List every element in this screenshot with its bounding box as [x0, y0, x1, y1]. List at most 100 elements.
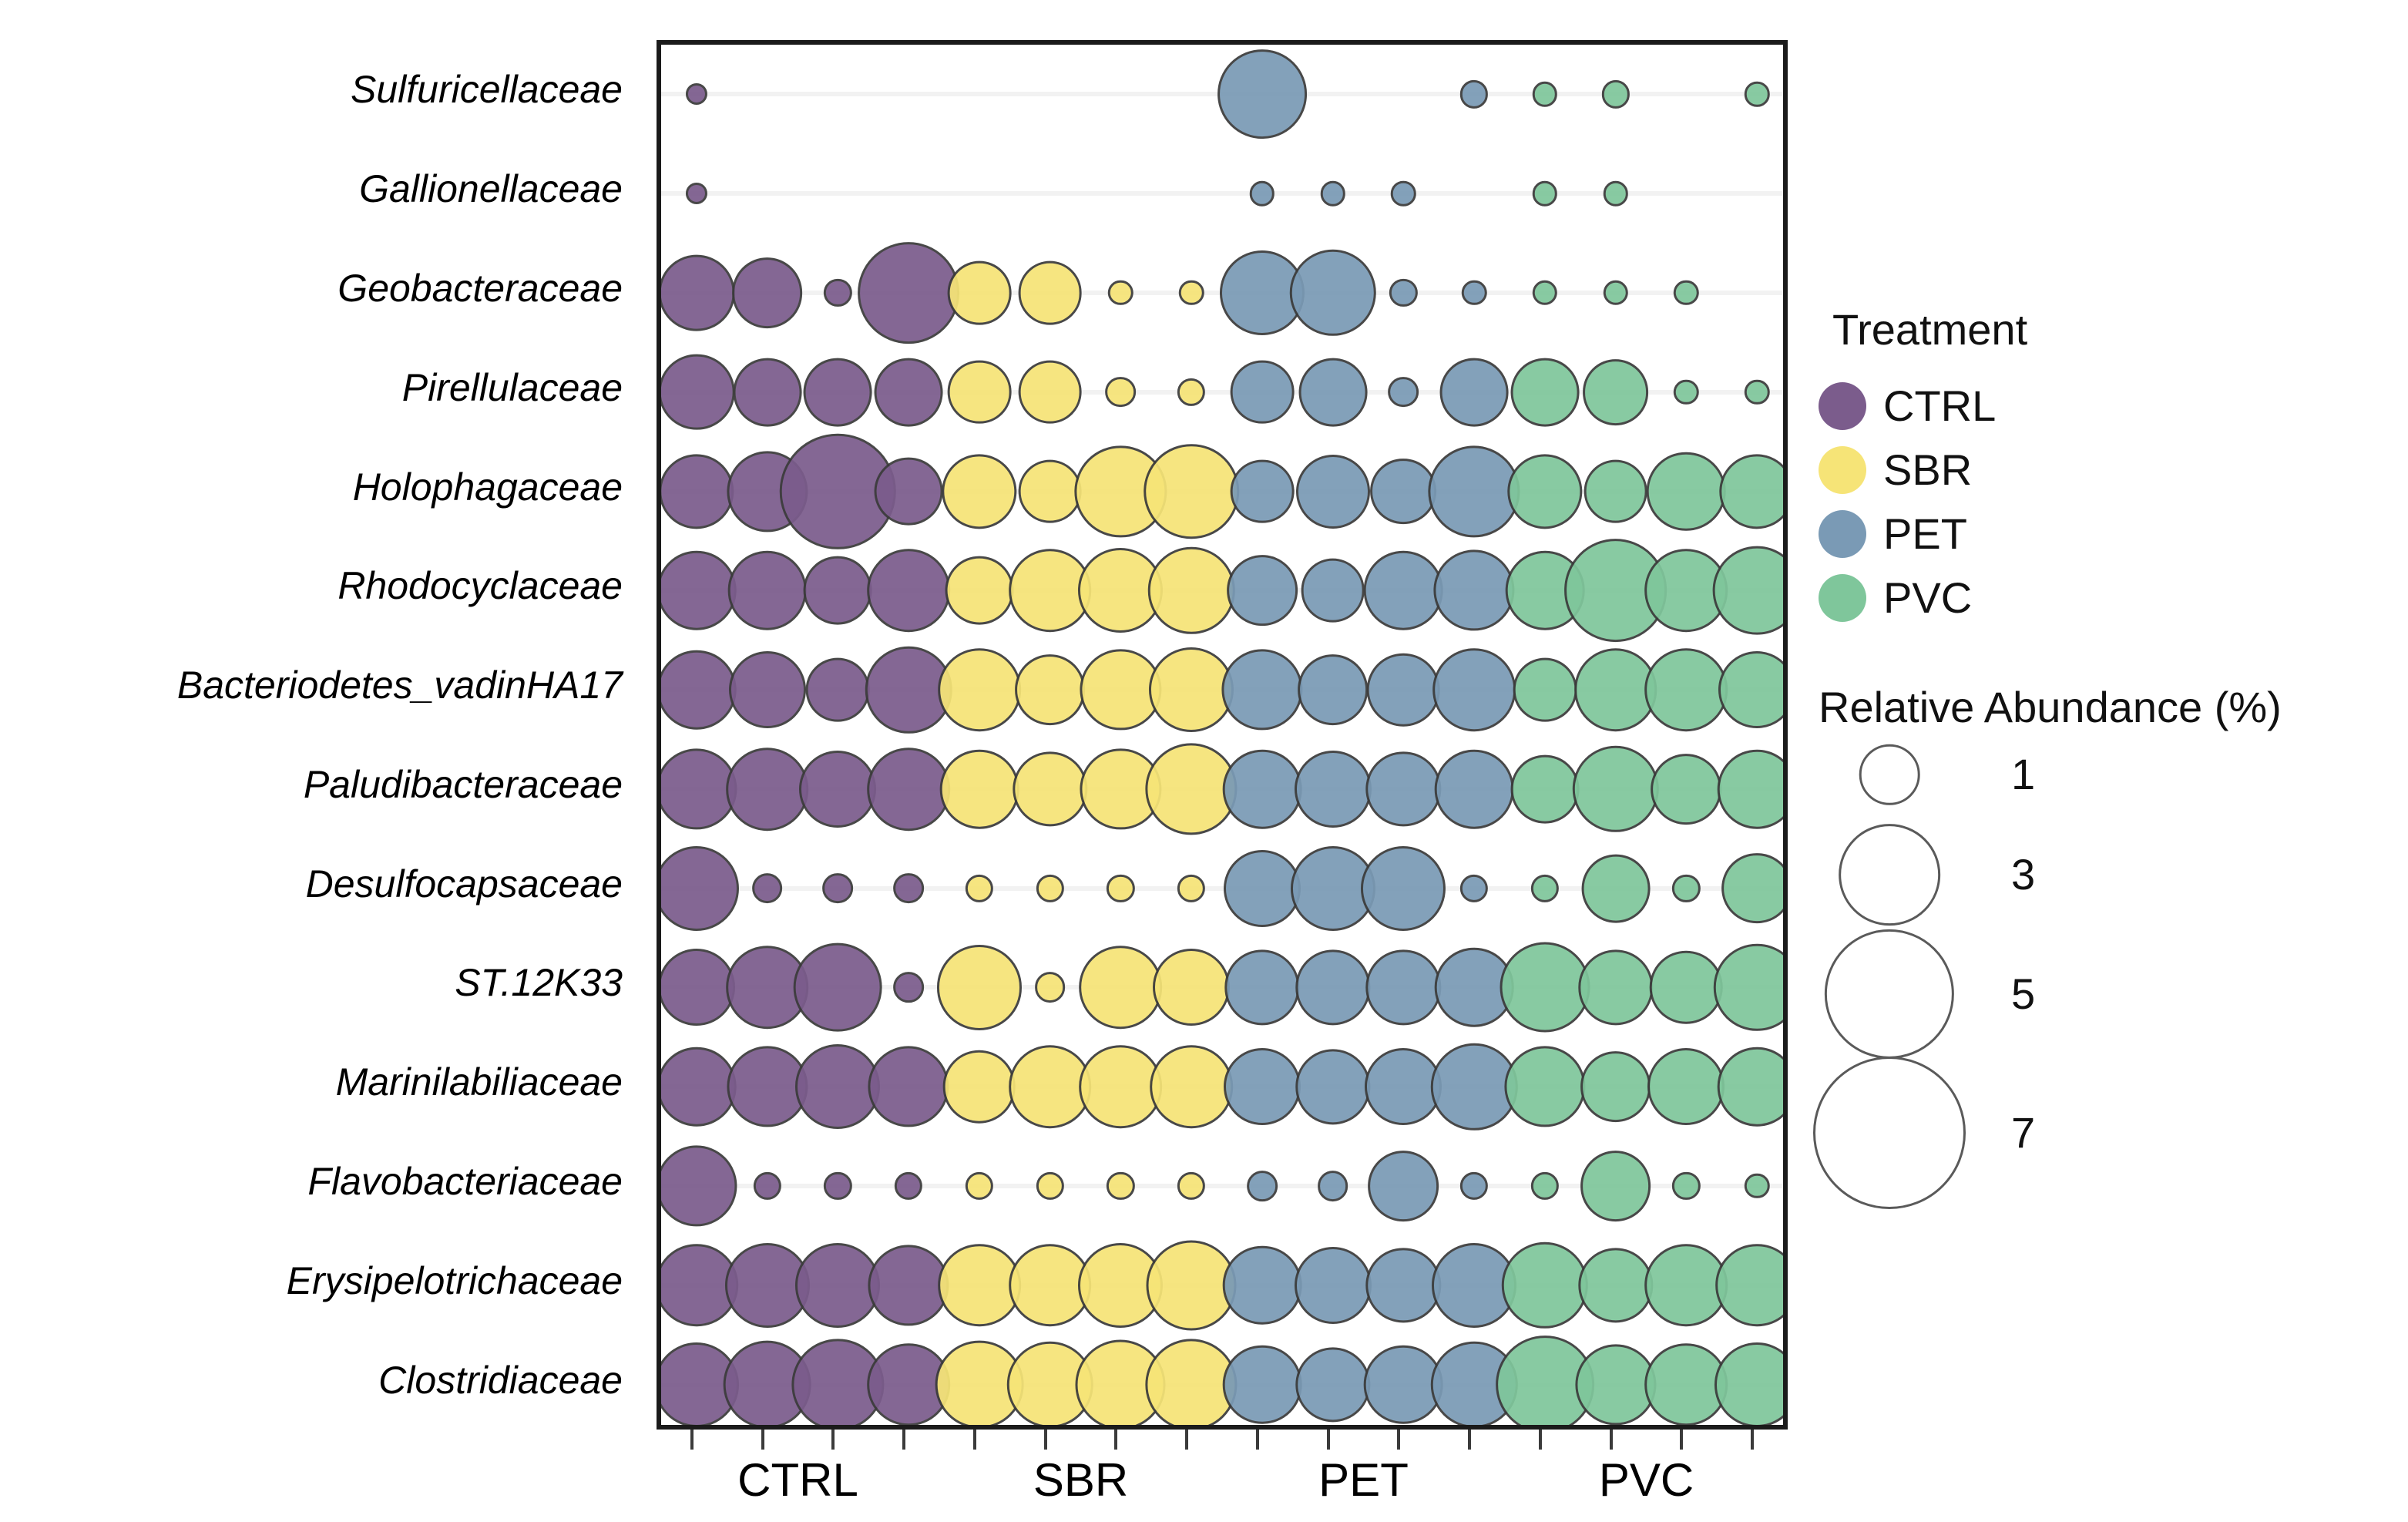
data-point-bubble — [1320, 180, 1345, 207]
data-point-bubble — [1295, 454, 1370, 529]
data-point-bubble — [1153, 949, 1231, 1026]
data-point-bubble — [935, 1340, 1024, 1425]
y-axis-tick-label: Marinilabiliaceae — [335, 1060, 623, 1104]
data-point-bubble — [1603, 280, 1628, 306]
data-point-bubble — [1012, 751, 1088, 827]
data-point-bubble — [733, 358, 802, 427]
data-point-bubble — [947, 260, 1012, 325]
data-point-bubble — [1080, 649, 1161, 731]
data-point-bubble — [1530, 874, 1560, 902]
data-point-bubble — [1008, 549, 1092, 633]
legend-item-ctrl[interactable]: CTRL — [1819, 382, 1996, 430]
legend-item-pvc[interactable]: PVC — [1819, 574, 1972, 622]
y-axis-tick-label: Geobacteraceae — [338, 266, 623, 310]
data-point-bubble — [1230, 360, 1295, 425]
data-point-bubble — [865, 646, 952, 734]
y-axis-tick-label: Flavobacteriaceae — [307, 1160, 623, 1204]
data-point-bubble — [1297, 654, 1369, 725]
legend-item-pet[interactable]: PET — [1819, 510, 1967, 558]
data-point-bubble — [1672, 1171, 1701, 1201]
data-point-bubble — [661, 354, 735, 431]
data-point-bubble — [1650, 951, 1723, 1024]
data-point-bubble — [936, 945, 1022, 1030]
data-point-bubble — [1530, 1171, 1560, 1201]
data-point-bubble — [1249, 180, 1275, 207]
x-axis-tick — [1468, 1430, 1472, 1450]
data-point-bubble — [1459, 1171, 1489, 1201]
data-point-bubble — [661, 650, 737, 730]
data-point-bubble — [1714, 1342, 1783, 1425]
data-point-bubble — [753, 1171, 781, 1201]
legend-item-label: PVC — [1883, 573, 1973, 622]
data-point-bubble — [1717, 1047, 1783, 1127]
data-point-bubble — [1672, 874, 1701, 902]
data-point-bubble — [727, 1046, 808, 1127]
data-point-bubble — [867, 748, 950, 831]
data-point-bubble — [1644, 648, 1728, 731]
data-point-bubble — [1222, 749, 1302, 829]
data-point-bubble — [1036, 874, 1064, 902]
data-point-bubble — [1601, 80, 1630, 109]
data-point-bubble — [1715, 1244, 1783, 1327]
data-point-bubble — [1177, 378, 1206, 406]
data-point-bubble — [724, 1242, 810, 1328]
data-point-bubble — [1717, 749, 1783, 829]
data-point-bubble — [1513, 657, 1577, 722]
data-point-bubble — [661, 254, 735, 331]
data-point-bubble — [1145, 1338, 1238, 1425]
legend-item-label: SBR — [1883, 445, 1973, 494]
data-point-bubble — [661, 1047, 737, 1127]
plot-panel — [657, 40, 1788, 1430]
data-point-bubble — [661, 551, 737, 630]
data-point-bubble — [806, 657, 870, 722]
data-point-bubble — [1647, 1048, 1725, 1126]
legend-swatch-circle-icon — [1819, 382, 1866, 430]
grid-line — [661, 1184, 1783, 1189]
data-point-bubble — [893, 972, 924, 1003]
data-point-bubble — [1295, 949, 1371, 1026]
data-point-bubble — [1388, 376, 1419, 408]
data-point-bubble — [799, 750, 877, 828]
data-point-bubble — [661, 748, 737, 830]
data-point-bubble — [1289, 249, 1376, 337]
data-point-bubble — [661, 949, 735, 1026]
data-point-bubble — [942, 1050, 1016, 1124]
data-point-bubble — [858, 242, 960, 344]
data-point-bubble — [795, 1242, 881, 1328]
x-axis-group-label-pet: PET — [1318, 1454, 1409, 1506]
legend-item-sbr[interactable]: SBR — [1819, 446, 1972, 494]
y-axis-tick-label: Rhodocyclaceae — [338, 564, 623, 608]
data-point-bubble — [1532, 280, 1558, 306]
data-point-bubble — [1177, 874, 1206, 902]
data-point-bubble — [661, 1145, 737, 1227]
data-point-bubble — [1712, 546, 1783, 635]
data-point-bubble — [1364, 551, 1443, 630]
data-point-bubble — [1018, 360, 1082, 425]
data-point-bubble — [947, 360, 1012, 425]
data-point-bubble — [1224, 949, 1300, 1026]
data-point-bubble — [1301, 558, 1365, 623]
data-point-bubble — [1461, 280, 1487, 306]
data-point-bubble — [661, 845, 739, 931]
data-point-bubble — [1532, 82, 1558, 107]
data-point-bubble — [1018, 260, 1082, 325]
y-axis-tick-label: Paludibacteraceae — [303, 762, 623, 806]
data-point-bubble — [1744, 82, 1770, 107]
data-point-bubble — [1219, 250, 1305, 335]
x-axis-tick — [1538, 1430, 1542, 1450]
x-axis-group-label-pvc: PVC — [1598, 1454, 1694, 1506]
data-point-bubble — [1430, 1043, 1518, 1131]
data-point-bubble — [822, 872, 854, 904]
data-point-bubble — [1510, 754, 1580, 824]
data-point-bubble — [1532, 180, 1558, 207]
data-point-bubble — [1223, 849, 1301, 927]
data-point-bubble — [1018, 459, 1082, 523]
legend-swatch-circle-icon — [1819, 510, 1866, 558]
size-legend-label: 7 — [2011, 1108, 2036, 1157]
data-point-bubble — [1365, 1248, 1442, 1323]
data-point-bubble — [1034, 972, 1066, 1003]
data-point-bubble — [824, 1171, 852, 1201]
data-point-bubble — [1177, 1171, 1206, 1201]
data-point-bubble — [1428, 445, 1520, 538]
